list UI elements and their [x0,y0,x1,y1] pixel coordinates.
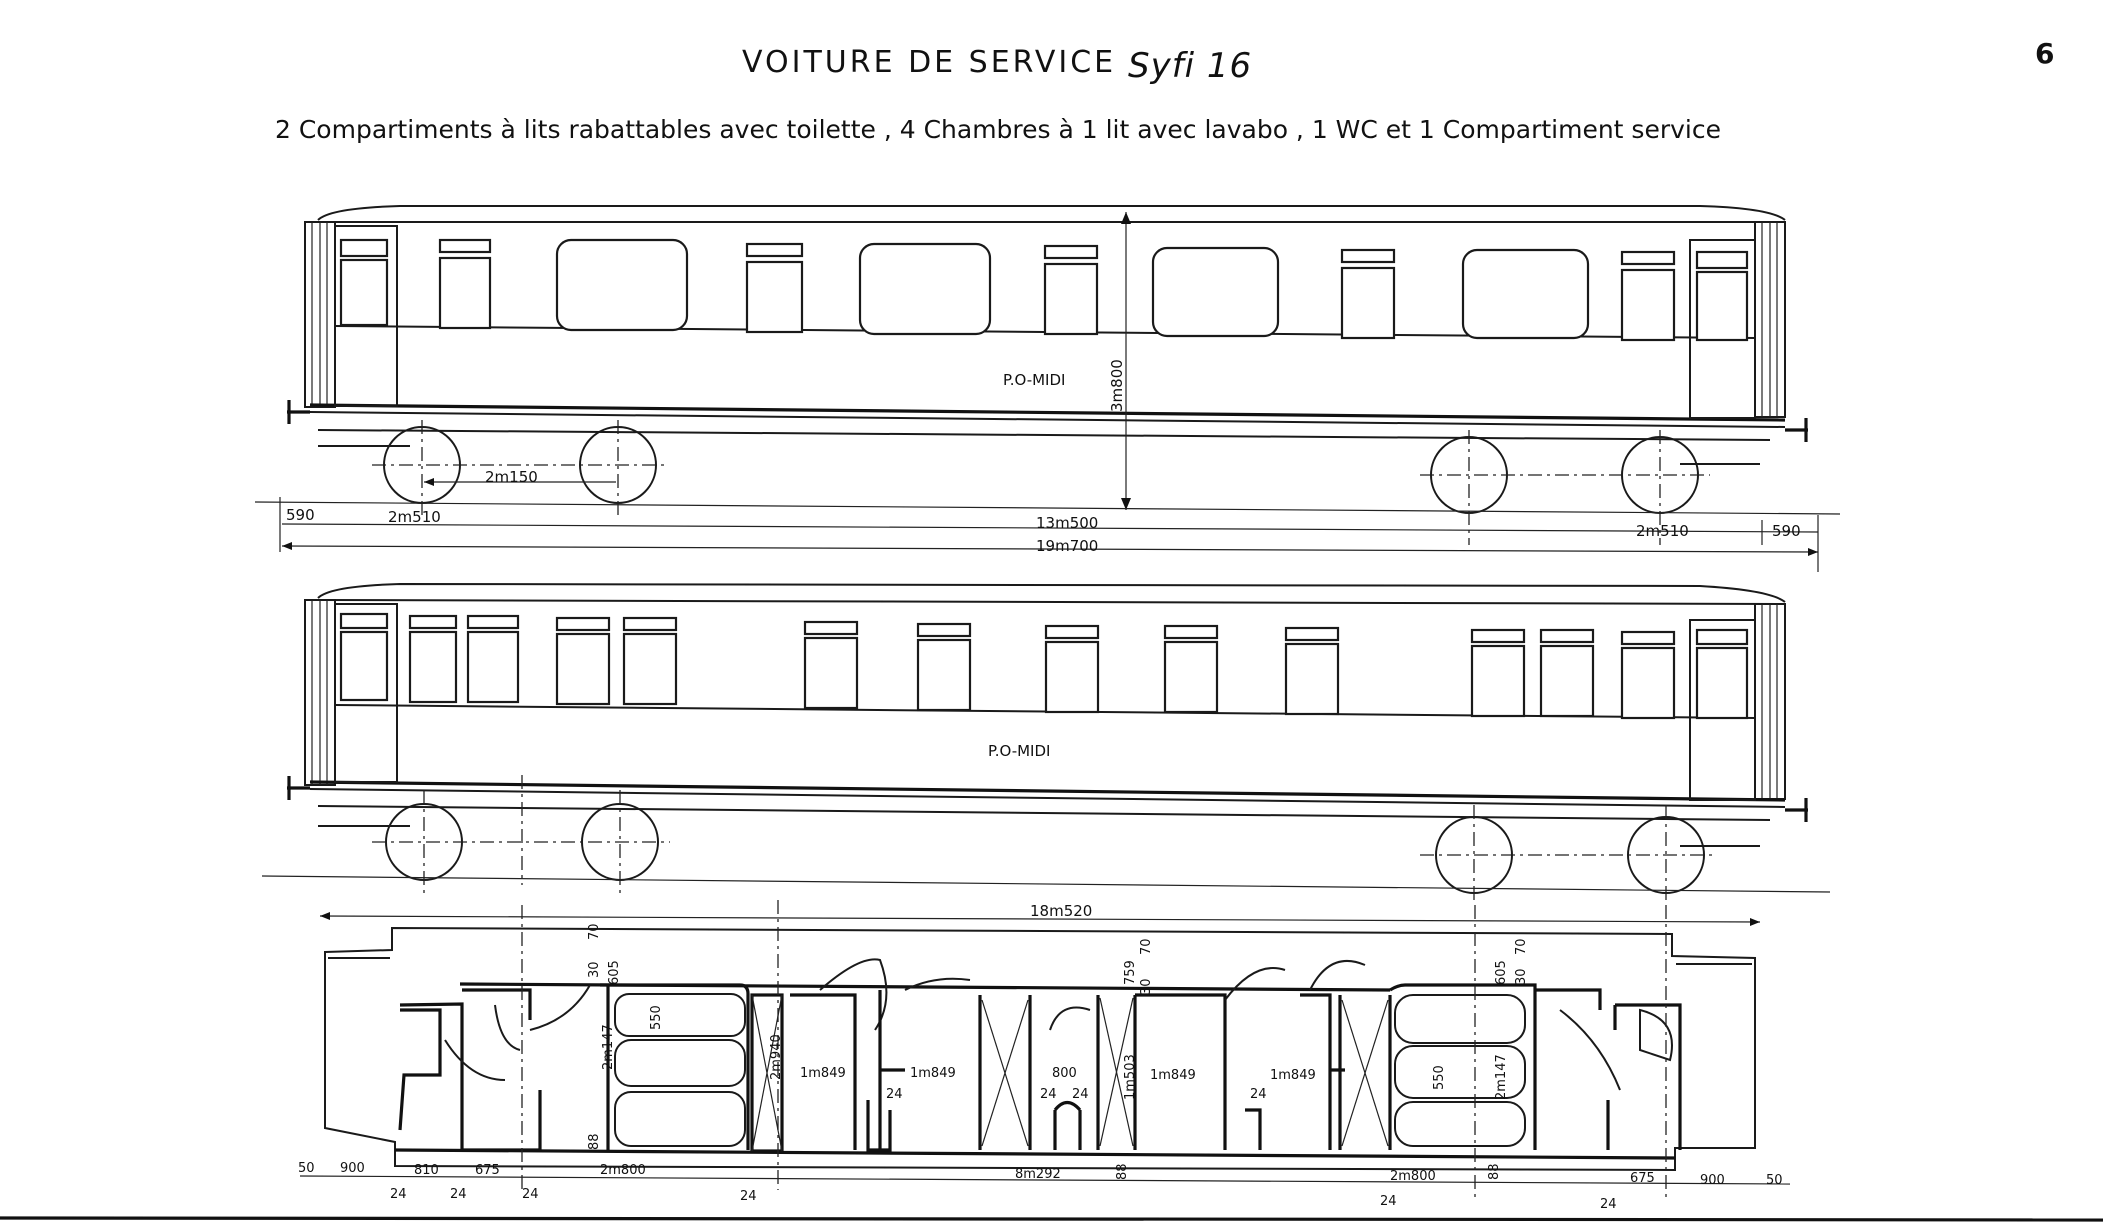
dim-88-b: 88 [1487,1163,1502,1180]
dim-2m800-left: 2m800 [600,1163,646,1178]
dim-550-left: 550 [649,1005,664,1030]
dim-605-right: 605 [1494,960,1509,985]
dim-length-buffers: 19m700 [1036,537,1098,555]
floor-plan: 18m520 [298,900,1791,1212]
bunk-right-2 [1394,1045,1526,1099]
dim-88-a: 88 [1115,1163,1130,1180]
bunk-left-2 [614,1039,746,1087]
plan-body-contour [324,926,1756,1172]
drawing-title: VOITURE DE SERVICE [742,45,1116,80]
plan-floor-line [394,1148,1676,1160]
bunk-left-1 [614,993,746,1037]
dim-24-a: 24 [390,1187,407,1202]
dim-810: 810 [414,1163,439,1178]
dim-bogie-centres: 13m500 [1036,514,1098,532]
dim-8m292: 8m292 [1015,1167,1061,1182]
dim-30-right: 30 [1514,968,1529,985]
roof-line-top [317,205,1786,221]
dim-1m849-d: 1m849 [1270,1068,1316,1083]
dim-30-left: 30 [587,961,602,978]
roof-line-bottom [317,582,1786,603]
dim-1m849-b: 1m849 [910,1066,956,1081]
dim-675-left: 675 [475,1163,500,1178]
dim-70-mid: 70 [1139,938,1154,955]
dim-605-left: 605 [607,960,622,985]
dim-24-inner-3: 24 [1072,1087,1089,1102]
dim-24-d: 24 [740,1189,757,1204]
dim-2m800-right: 2m800 [1390,1169,1436,1184]
side-elevation-top: P.O-MIDI 3m800 2m150 [254,205,1841,572]
dim-bogie-right: 2m510 [1636,522,1689,540]
dim-900-right: 900 [1700,1173,1725,1188]
dim-overhang-right: 590 [1772,522,1801,540]
dim-1m849-a: 1m849 [800,1066,846,1081]
drawing-title-code: Syfi 16 [1128,46,1252,86]
dim-70-right: 70 [1514,938,1529,955]
dim-bogie-left: 2m510 [388,508,441,526]
dim-24-c: 24 [522,1187,539,1202]
dim-88-left: 88 [587,1133,602,1150]
wc-bowl [1053,1100,1082,1150]
dim-24-inner-1: 24 [886,1087,903,1102]
company-marking-bottom: P.O-MIDI [988,742,1050,760]
dim-2m147-right: 2m147 [1494,1054,1509,1100]
dim-24-e: 24 [1380,1194,1397,1209]
dim-24-f: 24 [1600,1197,1617,1212]
dim-675-right: 675 [1630,1171,1655,1186]
door-left [334,225,398,407]
dim-24-inner-2: 24 [1040,1087,1057,1102]
door-right [1689,239,1756,419]
window-row-top [438,238,1676,342]
dim-24-inner-4: 24 [1250,1087,1267,1102]
dim-50-left: 50 [298,1161,315,1176]
toilet-right [1535,988,1610,1150]
company-marking-top: P.O-MIDI [1003,371,1065,389]
compartment-bunks-right [1389,983,1537,1150]
page-number: 6 [2035,37,2054,70]
dim-1m503: 1m503 [1123,1054,1138,1100]
washbasin-right [1639,1008,1673,1062]
dim-900-left: 900 [340,1161,365,1176]
dim-height: 3m800 [1108,359,1126,412]
cabin-5 [1300,993,1345,1150]
dim-70-left: 70 [587,923,602,940]
compartment-bunks-left [600,983,750,1150]
bunk-right-1 [1394,994,1526,1044]
sheet-bottom-rule [0,1216,2103,1222]
bunk-right-3 [1394,1101,1526,1147]
cabin-3-cabinet [978,995,1032,1150]
cabin-1 [790,993,857,1150]
side-elevation-bottom: P.O-MIDI [261,582,1831,905]
dim-body-length: 18m520 [1030,902,1092,920]
lavatory-left [462,988,542,1152]
toilet-left-a [399,1002,464,1150]
cabin-2 [866,990,905,1152]
dim-24-b: 24 [450,1187,467,1202]
dim-2m940: 2m940 [769,1034,784,1080]
dim-800: 800 [1052,1066,1077,1081]
service-cabinet-left [750,993,784,1153]
dim-759: 759 [1123,960,1138,985]
dim-550-right: 550 [1432,1065,1447,1090]
bunk-left-3 [614,1091,746,1147]
drawing-subtitle: 2 Compartiments à lits rabattables avec … [275,115,1721,144]
dim-2m147-left: 2m147 [601,1024,616,1070]
dim-50-right: 50 [1766,1173,1783,1188]
dim-30-mid: 30 [1139,978,1154,995]
window-row-bottom [408,614,1676,720]
cabin-4 [1135,993,1227,1150]
dim-1m849-c: 1m849 [1150,1068,1196,1083]
dim-overhang-left: 590 [286,506,315,524]
dim-bogie-wheelbase: 2m150 [485,468,538,486]
